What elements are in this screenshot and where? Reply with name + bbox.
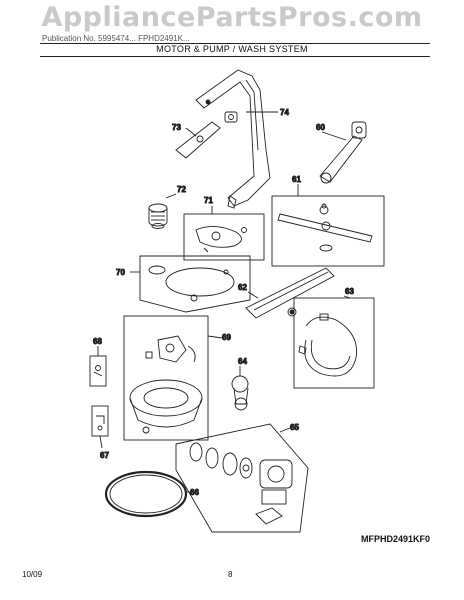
label-68: 68 [93, 337, 102, 346]
label-64: 64 [238, 357, 247, 366]
footer-date: 10/09 [22, 570, 43, 579]
part-74-upper-spray-arm-tube [195, 69, 278, 209]
part-66-gasket-ring [104, 470, 190, 518]
header-rule-top [40, 43, 430, 44]
part-62-upper-spray-arm [245, 267, 335, 319]
label-65: 65 [290, 423, 299, 432]
header-publication-text: Publication No. 5995474... FPHD2491K... [42, 34, 190, 43]
page-title: MOTOR & PUMP / WASH SYSTEM [156, 44, 308, 54]
footer-page-number: 8 [228, 570, 233, 579]
part-68-switch [89, 346, 107, 387]
part-67-bracket [91, 405, 109, 449]
model-code: MFPHD2491KF0 [360, 534, 430, 544]
label-62: 62 [238, 283, 247, 292]
watermark: AppliancePartsPros.com [41, 2, 423, 33]
label-61: 61 [292, 175, 301, 184]
part-64-pump-motor [231, 366, 249, 411]
header-rule-bottom [40, 56, 430, 57]
label-63: 63 [345, 287, 354, 296]
label-72: 72 [177, 185, 186, 194]
part-71-fine-filter [183, 206, 265, 261]
label-71: 71 [204, 196, 213, 205]
label-66: 66 [190, 488, 199, 497]
part-61-lower-spray-arm [271, 184, 385, 267]
part-70-sump-cover [130, 255, 251, 313]
label-70: 70 [116, 268, 125, 277]
part-60-conduit [319, 121, 367, 184]
label-73: 73 [172, 123, 181, 132]
part-69-sump-assembly [123, 315, 223, 441]
label-60: 60 [316, 123, 325, 132]
part-73-spray-arm [175, 121, 221, 159]
label-69: 69 [222, 333, 231, 342]
label-67: 67 [100, 451, 109, 460]
part-72-filter-cylinder [148, 193, 177, 229]
label-74: 74 [280, 108, 289, 117]
part-65-motor-pump [175, 423, 309, 533]
part-63-drain-hose [293, 295, 375, 389]
